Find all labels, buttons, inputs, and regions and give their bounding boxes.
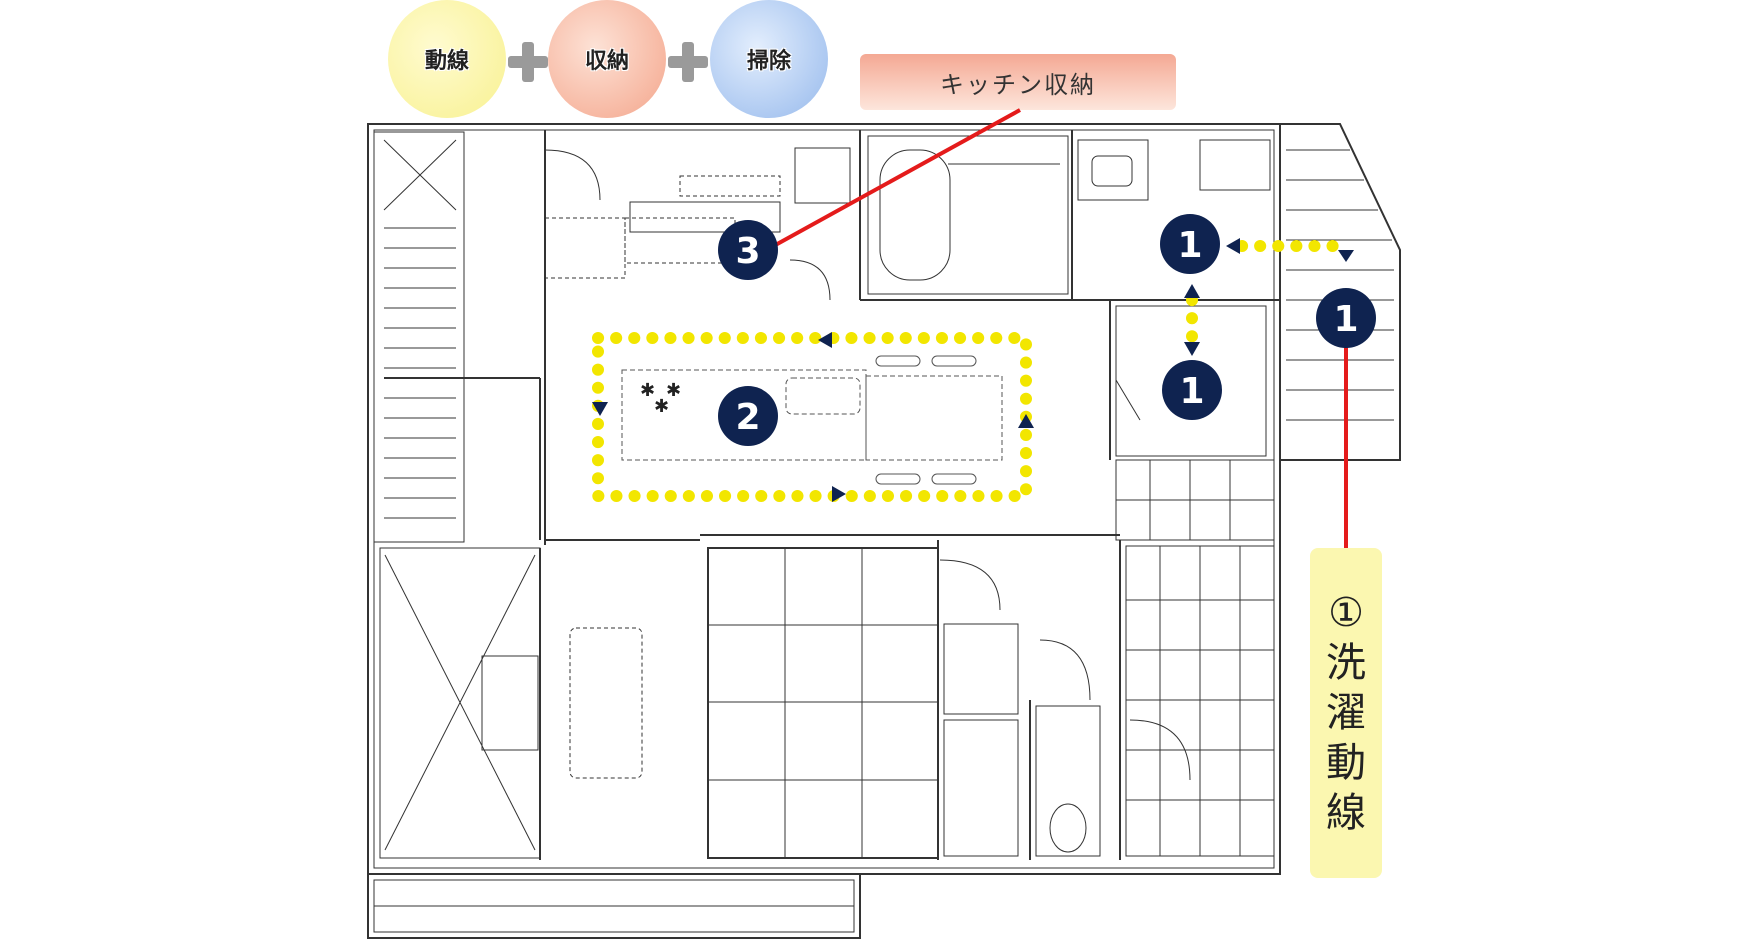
balcony-deck [1286,149,1394,421]
laundry-flow-char: 濯 [1326,690,1366,736]
flow-arrow-icons [592,332,1034,502]
svg-text:3: 3 [735,231,760,272]
legend-label-storage: 収納 [584,49,629,74]
kitchen-storage-label: キッチン収納 [860,54,1176,110]
laundry-flow-char: ① [1328,590,1364,636]
plus-icon [668,42,708,82]
legend-bubble-cleaning: 掃除 [710,0,828,118]
kitchen-island [621,369,1003,461]
marker-2: 2 [718,386,778,446]
laundry-flow-label: ① 洗 濯 動 線 [1310,548,1382,878]
stair-treads [384,227,456,519]
laundry-flow-char: 線 [1326,790,1366,836]
legend-bubble-flow: 動線 [388,0,506,118]
legend-label-flow: 動線 [424,49,469,74]
marker-1b: 1 [1316,288,1376,348]
marker-1c: 1 [1162,360,1222,420]
svg-text:1: 1 [1333,299,1358,340]
svg-text:✱: ✱ [654,396,669,417]
kitchen-flow-loop [592,332,1032,502]
laundry-flow-dots [1186,240,1356,348]
dining-chairs [875,355,977,485]
svg-text:✱: ✱ [666,380,681,401]
legend-bubble-storage: 収納 [548,0,666,118]
laundry-flow-char: 洗 [1326,640,1366,686]
walls [367,123,1401,939]
marker-1a: 1 [1160,214,1220,274]
svg-text:1: 1 [1179,371,1204,412]
entrance-tiles [1125,545,1275,857]
tatami-grid [708,548,938,858]
laundry-flow-char: 動 [1326,740,1366,786]
svg-text:✱: ✱ [640,380,655,401]
svg-text:2: 2 [735,397,760,438]
kitchen-storage-text: キッチン収納 [940,70,1096,99]
plus-icon [508,42,548,82]
marker-3: 3 [718,220,778,280]
stove-burners-icon: ✱ ✱ ✱ [640,380,681,417]
laundry-arrow-icons [1184,238,1354,356]
legend-label-cleaning: 掃除 [746,49,791,74]
leader-lines [769,108,1348,548]
svg-text:1: 1 [1177,225,1202,266]
